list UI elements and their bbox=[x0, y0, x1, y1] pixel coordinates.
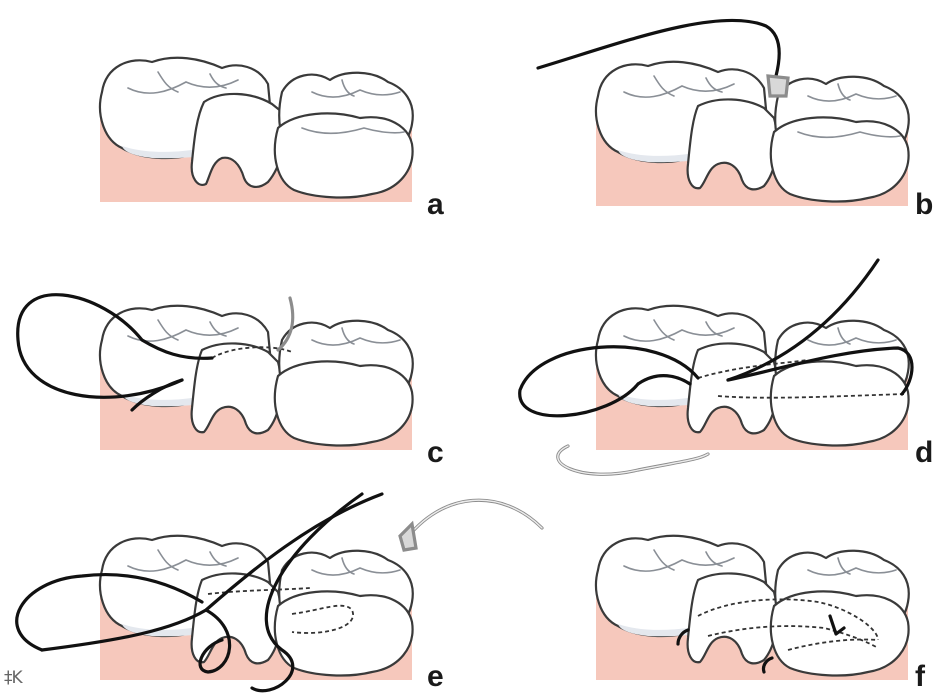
panel-label-a: a bbox=[427, 190, 444, 220]
panel-label-c: c bbox=[427, 438, 444, 468]
panel-a bbox=[82, 52, 422, 202]
panel-d bbox=[578, 300, 918, 490]
panel-label-b: b bbox=[915, 190, 933, 220]
panel-label-f: f bbox=[915, 662, 925, 692]
panel-b bbox=[578, 16, 918, 206]
panel-label-d: d bbox=[915, 438, 933, 468]
panel-f bbox=[578, 530, 918, 680]
teeth-illustration-a bbox=[82, 52, 422, 202]
panel-e bbox=[82, 530, 542, 680]
watermark-text: ‡K bbox=[4, 668, 22, 688]
teeth-illustration-e bbox=[82, 530, 542, 680]
teeth-illustration-b bbox=[578, 16, 918, 206]
panel-label-e: e bbox=[427, 662, 444, 692]
teeth-illustration-d bbox=[578, 300, 918, 490]
panel-c bbox=[82, 300, 422, 450]
teeth-illustration-f bbox=[578, 530, 918, 680]
teeth-illustration-c bbox=[82, 300, 422, 450]
